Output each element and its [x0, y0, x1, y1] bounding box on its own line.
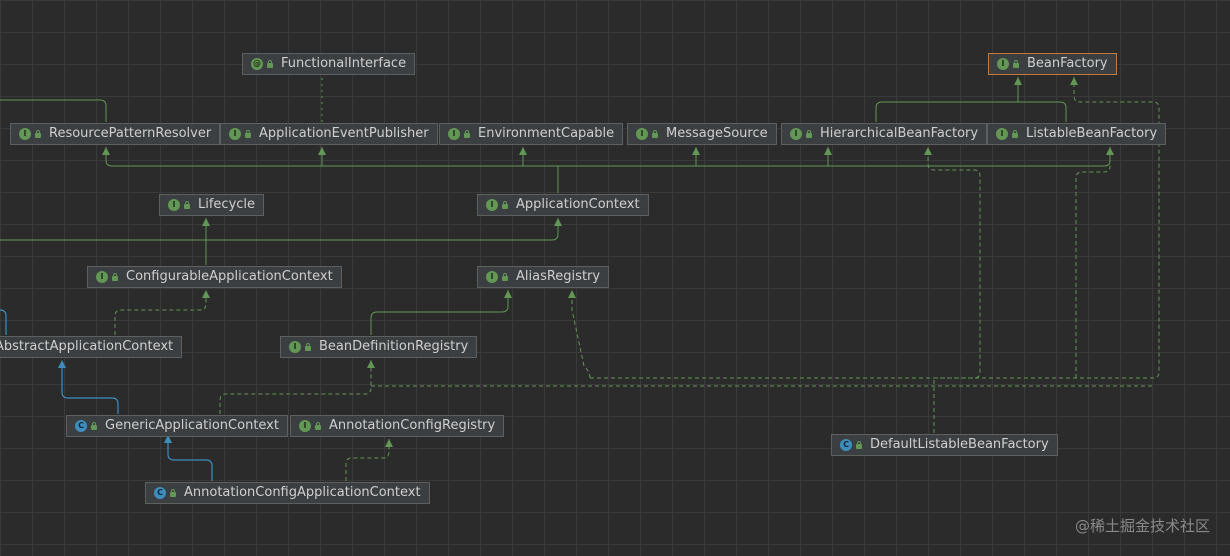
public-access-icon: [305, 342, 311, 351]
node-label: HierarchicalBeanFactory: [820, 126, 979, 141]
public-access-icon: [1013, 59, 1019, 68]
public-access-icon: [1012, 129, 1018, 138]
interface-icon: I: [168, 199, 180, 211]
node-lifecycle[interactable]: I Lifecycle: [159, 194, 265, 216]
public-access-icon: [806, 129, 812, 138]
node-label: BeanDefinitionRegistry: [319, 339, 469, 354]
node-label: ConfigurableApplicationContext: [126, 269, 333, 284]
node-resource-pattern-resolver[interactable]: I ResourcePatternResolver: [10, 123, 221, 145]
public-access-icon: [464, 129, 470, 138]
node-label: ApplicationEventPublisher: [259, 126, 429, 141]
class-icon: C: [75, 420, 87, 432]
interface-icon: I: [486, 271, 498, 283]
watermark: @稀土掘金技术社区: [1074, 517, 1210, 535]
node-label: Lifecycle: [198, 197, 256, 212]
edge-bf-bus: [875, 101, 1067, 122]
node-label: AbstractApplicationContext: [0, 339, 174, 354]
node-abstract-application-context[interactable]: AbstractApplicationContext: [0, 336, 183, 358]
node-annotation-config-registry[interactable]: I AnnotationConfigRegistry: [290, 415, 505, 437]
node-label: EnvironmentCapable: [478, 126, 615, 141]
public-access-icon: [91, 421, 97, 430]
node-label: ResourcePatternResolver: [49, 126, 212, 141]
node-bean-definition-registry[interactable]: I BeanDefinitionRegistry: [280, 336, 478, 358]
interface-icon: I: [997, 58, 1009, 70]
interface-icon: I: [996, 128, 1008, 140]
edge-rpr-out: [0, 99, 107, 122]
public-access-icon: [652, 129, 658, 138]
public-access-icon: [856, 440, 862, 449]
node-application-event-publisher[interactable]: I ApplicationEventPublisher: [220, 123, 438, 145]
node-default-listable-bean-factory[interactable]: C DefaultListableBeanFactory: [831, 434, 1058, 456]
node-label: AnnotationConfigApplicationContext: [184, 485, 421, 500]
node-annotation-config-application-context[interactable]: C AnnotationConfigApplicationContext: [145, 482, 430, 504]
node-label: ApplicationContext: [516, 197, 640, 212]
interface-icon: I: [96, 271, 108, 283]
public-access-icon: [184, 200, 190, 209]
public-access-icon: [170, 488, 176, 497]
edge-cac-bus: [0, 218, 559, 241]
interface-icon: I: [636, 128, 648, 140]
public-access-icon: [502, 200, 508, 209]
node-label: FunctionalInterface: [281, 56, 407, 71]
node-label: AnnotationConfigRegistry: [329, 418, 496, 433]
node-application-context[interactable]: I ApplicationContext: [477, 194, 649, 216]
node-functional-interface[interactable]: @ FunctionalInterface: [242, 53, 416, 75]
node-alias-registry[interactable]: I AliasRegistry: [477, 266, 610, 288]
node-label: DefaultListableBeanFactory: [870, 437, 1049, 452]
public-access-icon: [112, 272, 118, 281]
annotation-icon: @: [251, 58, 263, 70]
node-label: AliasRegistry: [516, 269, 601, 284]
interface-icon: I: [448, 128, 460, 140]
class-icon: C: [840, 439, 852, 451]
interface-icon: I: [790, 128, 802, 140]
node-environment-capable[interactable]: I EnvironmentCapable: [439, 123, 624, 145]
class-icon: C: [154, 487, 166, 499]
public-access-icon: [35, 129, 41, 138]
node-label: BeanFactory: [1027, 56, 1108, 71]
public-access-icon: [267, 59, 273, 68]
interface-icon: I: [486, 199, 498, 211]
node-label: GenericApplicationContext: [105, 418, 279, 433]
node-label: ListableBeanFactory: [1026, 126, 1158, 141]
interface-icon: I: [229, 128, 241, 140]
node-listable-bean-factory[interactable]: I ListableBeanFactory: [987, 123, 1167, 145]
public-access-icon: [245, 129, 251, 138]
interface-icon: I: [289, 341, 301, 353]
public-access-icon: [502, 272, 508, 281]
public-access-icon: [315, 421, 321, 430]
node-message-source[interactable]: I MessageSource: [627, 123, 777, 145]
node-generic-application-context[interactable]: C GenericApplicationContext: [66, 415, 288, 437]
node-label: MessageSource: [666, 126, 768, 141]
node-hierarchical-bean-factory[interactable]: I HierarchicalBeanFactory: [781, 123, 988, 145]
interface-icon: I: [19, 128, 31, 140]
node-bean-factory[interactable]: I BeanFactory: [988, 53, 1117, 75]
interface-icon: I: [299, 420, 311, 432]
edge-ac-bus: [105, 147, 1111, 167]
node-configurable-application-context[interactable]: I ConfigurableApplicationContext: [87, 266, 342, 288]
